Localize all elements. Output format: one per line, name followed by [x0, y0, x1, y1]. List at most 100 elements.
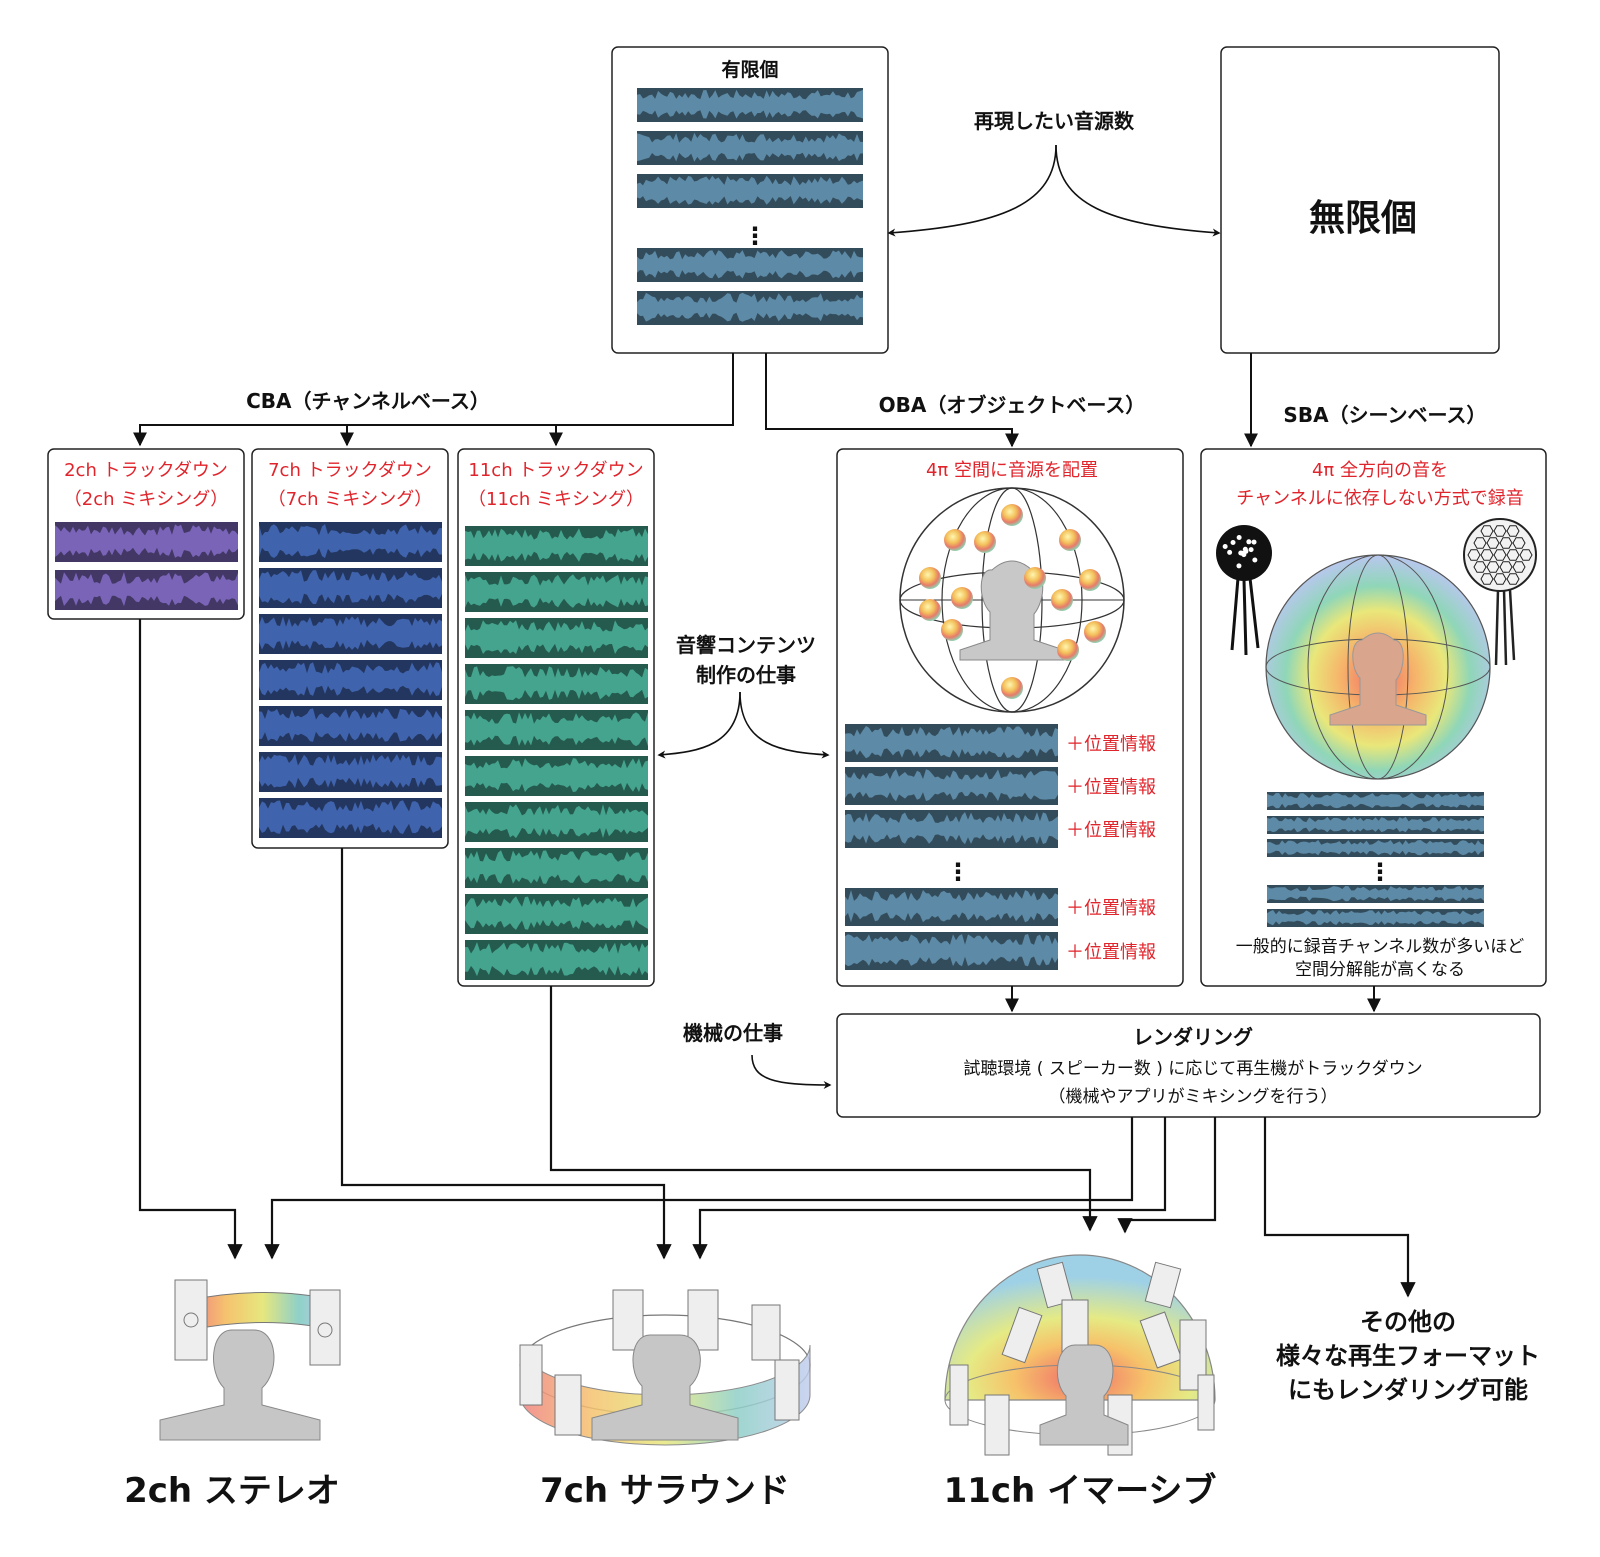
finite-track [637, 88, 863, 122]
cba-7ch-subtitle: （7ch ミキシング） [268, 489, 432, 510]
finite-track-stack [637, 88, 863, 325]
cba-track [465, 756, 648, 796]
cba-track [55, 570, 238, 610]
rendering-line-1: 試聴環境 ( スピーカー数 ) に応じて再生機がトラックダウン [963, 1059, 1422, 1079]
sba-title-1: 4π 全方向の音を [1312, 460, 1448, 481]
finite-ellipsis: ⋮ [743, 222, 767, 250]
sound-source-ball [944, 529, 966, 551]
machine-work-label: 機械の仕事 [683, 1021, 783, 1045]
sound-source-ball [1024, 567, 1046, 589]
sba-track [1267, 909, 1484, 927]
content-work-arrow-right [739, 691, 830, 759]
cba-track [259, 798, 442, 838]
surround-illustration [519, 1289, 811, 1446]
immersive-illustration [944, 1254, 1216, 1456]
cba-2ch-subtitle: （2ch ミキシング） [64, 489, 228, 510]
cba-track [259, 568, 442, 608]
cba-track [465, 940, 648, 980]
cba-track [465, 710, 648, 750]
source-count-arrow-left [887, 144, 1057, 237]
cba-track [465, 894, 648, 934]
content-work-label-1: 音響コンテンツ [676, 633, 816, 657]
position-info-label: ＋位置情報 [1066, 942, 1156, 963]
cba-2ch-tracks [55, 522, 238, 610]
finite-track [637, 131, 863, 165]
output-immersive-label: 11ch イマーシブ [944, 1471, 1217, 1511]
oba-track [845, 888, 1058, 926]
cba-track [259, 752, 442, 792]
sba-track [1267, 816, 1484, 834]
cba-track [259, 706, 442, 746]
oba-track [845, 932, 1058, 970]
output-routing-lines [138, 619, 1416, 1298]
output-other-line-3: にもレンダリング可能 [1288, 1376, 1528, 1404]
oba-label: OBA（オブジェクトベース） [879, 393, 1146, 417]
cba-track [259, 660, 442, 700]
sba-ellipsis: ⋮ [1368, 858, 1392, 886]
position-info-label: ＋位置情報 [1066, 734, 1156, 755]
cba-connector [133, 353, 734, 447]
source-count-label: 再現したい音源数 [974, 109, 1135, 133]
sound-source-ball [1079, 569, 1101, 591]
cba-label: CBA（チャンネルベース） [246, 389, 490, 413]
rendering-line-2: （機械やアプリがミキシングを行う） [1049, 1087, 1338, 1107]
stereo-illustration [159, 1279, 341, 1441]
spherical-mic-array-right-icon [1463, 518, 1537, 666]
oba-track-list: ＋位置情報 ＋位置情報 ＋位置情報 ＋位置情報 ＋位置情報 [845, 724, 1156, 970]
sound-source-ball [1001, 677, 1023, 699]
finite-track [637, 174, 863, 208]
ambisonic-mic-left-icon [1216, 525, 1272, 656]
cba-track [465, 618, 648, 658]
rendering-box [836, 1013, 1541, 1118]
position-info-label: ＋位置情報 [1066, 777, 1156, 798]
output-other-line-2: 様々な再生フォーマット [1276, 1342, 1540, 1370]
rendering-title: レンダリング [1133, 1025, 1253, 1049]
source-count-arrow-right [1055, 144, 1221, 237]
sound-source-ball [941, 619, 963, 641]
finite-label: 有限個 [721, 58, 778, 81]
machine-work-arrow [751, 1054, 832, 1089]
content-work-arrow-left [657, 691, 741, 759]
cba-track [55, 522, 238, 562]
cba-track [465, 572, 648, 612]
oba-track [845, 724, 1058, 762]
sound-source-ball [1051, 589, 1073, 611]
finite-track [637, 291, 863, 325]
cba-track [465, 802, 648, 842]
cba-7ch-title: 7ch トラックダウン [268, 460, 432, 481]
cba-11ch-subtitle: （11ch ミキシング） [468, 489, 644, 510]
oba-sphere-illustration [899, 487, 1125, 713]
sba-track-list [1267, 792, 1484, 927]
oba-ellipsis: ⋮ [946, 858, 970, 886]
finite-track [637, 248, 863, 282]
sound-source-ball [919, 567, 941, 589]
output-surround-label: 7ch サラウンド [540, 1471, 790, 1511]
sba-label: SBA（シーンベース） [1283, 403, 1486, 427]
sba-track [1267, 839, 1484, 857]
cba-track [259, 614, 442, 654]
cba-track [465, 664, 648, 704]
sba-note-1: 一般的に録音チャンネル数が多いほど [1236, 937, 1525, 957]
sba-title-2: チャンネルに依存しない方式で録音 [1236, 488, 1523, 509]
sound-source-ball [1059, 529, 1081, 551]
position-info-label: ＋位置情報 [1066, 898, 1156, 919]
cba-11ch-tracks [465, 526, 648, 980]
sound-source-ball [951, 587, 973, 609]
sba-sphere-illustration [1265, 554, 1491, 780]
oba-track [845, 810, 1058, 848]
infinite-sources-box [1220, 46, 1500, 354]
sound-source-ball [974, 531, 996, 553]
oba-track [845, 767, 1058, 805]
cba-track [465, 526, 648, 566]
sound-source-ball [1057, 639, 1079, 661]
cba-track [465, 848, 648, 888]
sba-note-2: 空間分解能が高くなる [1295, 960, 1465, 980]
position-info-label: ＋位置情報 [1066, 820, 1156, 841]
cba-track [259, 522, 442, 562]
sound-source-ball [919, 599, 941, 621]
output-other-line-1: その他の [1360, 1308, 1456, 1336]
oba-title: 4π 空間に音源を配置 [926, 460, 1098, 481]
cba-2ch-title: 2ch トラックダウン [64, 460, 228, 481]
cba-11ch-title: 11ch トラックダウン [468, 460, 643, 481]
